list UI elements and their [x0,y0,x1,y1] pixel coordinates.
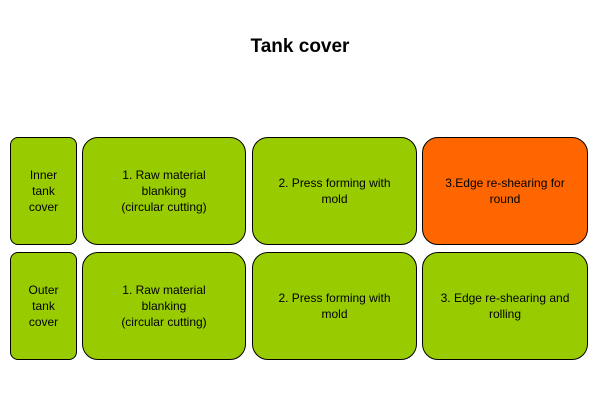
inner-step-2-box: 2. Press forming with mold [252,137,417,245]
inner-tank-cover-label: Inner tank cover [10,137,77,245]
inner-step-1-box: 1. Raw material blanking (circular cutti… [82,137,246,245]
outer-step-2-box: 2. Press forming with mold [252,252,417,360]
outer-step-1-box: 1. Raw material blanking (circular cutti… [82,252,246,360]
outer-tank-cover-label: Outer tank cover [10,252,77,360]
diagram-title: Tank cover [250,36,350,57]
outer-step-3-box: 3. Edge re-shearing and rolling [422,252,588,360]
inner-step-3-box: 3.Edge re-shearing for round [422,137,588,245]
